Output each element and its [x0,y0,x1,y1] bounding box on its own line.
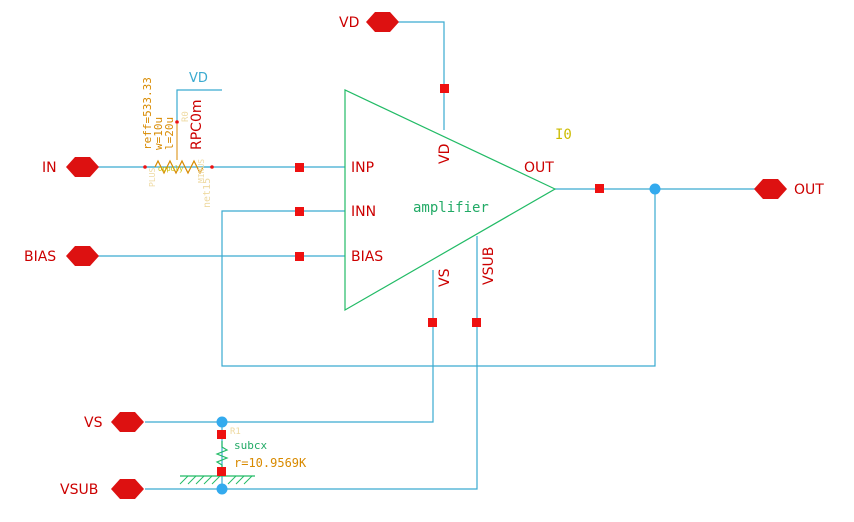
subcx-name: subcx [234,439,267,452]
wires [98,21,755,490]
resistor-pin-right[interactable] [210,165,214,169]
port-vsub-label: VSUB [60,482,98,498]
resistor-pin-right-label: MINUS [197,159,206,183]
port-bias-label: BIAS [24,249,56,265]
pin-label-inp: INP [351,160,374,176]
resistor-reff: reff=533.33 [141,77,154,150]
pin-marker-vsub[interactable] [472,318,481,327]
pin-marker-inp[interactable] [295,163,304,172]
wire-vd[interactable] [398,21,445,130]
port-in-icon[interactable] [66,157,99,177]
wire-resistor-vd[interactable] [176,89,222,122]
amplifier-symbol[interactable]: amplifier I0 INP INN BIAS OUT VD VS VSUB [344,89,572,312]
wire-feedback[interactable] [221,189,656,367]
port-bias-icon[interactable] [66,246,99,266]
pin-marker-vd[interactable] [440,84,449,93]
amplifier-instance: I0 [555,127,572,143]
subcx-resistor[interactable]: subcx r=10.9569K R1 [179,427,307,485]
wire-vsub[interactable] [145,236,478,490]
resistor-l: l=20u [163,117,176,150]
junction-dots [216,183,661,495]
pin-markers [217,84,604,476]
ports: VD IN BIAS OUT VS VSUB [24,12,824,499]
pin-marker-subcx-top[interactable] [217,430,226,439]
pin-label-out: OUT [524,160,554,176]
subcx-value: r=10.9569K [234,456,307,470]
net-label: net15 [202,178,213,208]
substrate-ground-symbol [179,475,255,485]
subcx-instance: R1 [230,427,241,437]
port-vs-icon[interactable] [111,412,144,432]
pin-marker-subcx-bottom[interactable] [217,467,226,476]
pin-label-bias: BIAS [351,249,383,265]
resistor-type-label: oppoly [158,165,183,173]
junction-vsub [216,483,228,495]
pin-label-vd: VD [437,144,453,164]
resistor-body-tap [175,120,179,124]
pin-label-vs: VS [437,268,453,287]
port-vsub-icon[interactable] [111,479,144,499]
subcx-zigzag [215,441,229,470]
port-in-label: IN [42,160,57,176]
pin-label-inn: INN [351,204,376,220]
port-out-icon[interactable] [754,179,787,199]
pin-marker-vs[interactable] [428,318,437,327]
amplifier-triangle[interactable] [344,89,557,312]
resistor-pin-left[interactable] [143,165,147,169]
port-vd-icon[interactable] [366,12,399,32]
wire-vs[interactable] [145,270,434,423]
port-out-label: OUT [794,182,824,198]
pin-marker-bias[interactable] [295,252,304,261]
resistor-pin-left-label: PLUS [148,168,157,187]
pin-marker-out[interactable] [595,184,604,193]
resistor-w: w=10u [152,117,165,150]
junction-out [649,183,661,195]
port-vd-label: VD [339,15,359,31]
junction-vs [216,416,228,428]
pin-label-vsub: VSUB [481,247,497,285]
resistor-rpc0m[interactable]: VD reff=533.33 w=10u l=20u RPC0m R0 oppo… [141,71,214,208]
port-vs-label: VS [84,415,103,431]
resistor-instance: R0 [181,111,191,122]
resistor-model: RPC0m [189,100,205,151]
amplifier-name: amplifier [413,200,489,216]
resistor-zigzag [154,159,204,175]
pin-marker-inn[interactable] [295,207,304,216]
resistor-supply-label: VD [189,71,208,86]
